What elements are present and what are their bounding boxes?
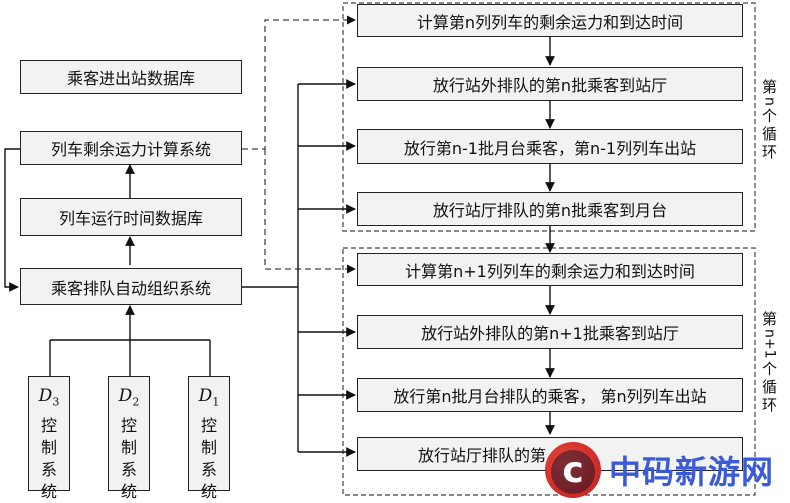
- capacity-system-label: 列车剩余运力计算系统: [50, 140, 211, 159]
- cycle-n-step-3: 放行第n-1批月台乘客，第n-1列列车出站: [357, 129, 743, 164]
- control-d1-char: 系: [200, 460, 217, 480]
- control-d3-char: 控: [40, 416, 57, 436]
- control-d2-symbol: D2: [118, 386, 140, 409]
- cycle-n-step-3-label: 放行第n-1批月台乘客，第n-1列列车出站: [403, 138, 697, 158]
- control-system-d1: D1 控 制 系 统: [188, 376, 230, 501]
- control-d3-char: 系: [40, 460, 57, 480]
- control-system-d2: D2 控 制 系 统: [108, 376, 150, 501]
- control-d1-char: 制: [200, 438, 217, 458]
- timetable-db-box: 列车运行时间数据库: [20, 198, 242, 236]
- cycle-n-step-2-label: 放行站外排队的第n批乘客到站厅: [432, 76, 668, 95]
- capacity-system-box: 列车剩余运力计算系统: [20, 131, 242, 165]
- control-d1-symbol: D1: [198, 386, 220, 409]
- cycle-n1-step-1-label: 计算第n+1列列车的剩余运力和到达时间: [405, 261, 695, 281]
- control-d1-char: 统: [200, 482, 217, 502]
- cycle-n1-step-4-label: 放行站厅排队的第: [418, 446, 547, 465]
- control-d3-char: 制: [40, 438, 57, 458]
- cycle-n-step-4-label: 放行站厅排队的第n批乘客到月台: [432, 201, 668, 220]
- cycle-n-step-4: 放行站厅排队的第n批乘客到月台: [357, 192, 743, 226]
- cycle-n1-step-3-label: 放行第n批月台排队的乘客， 第n列列车出站: [393, 387, 707, 406]
- cycle-n-label: 第 n 个 循 环: [761, 78, 778, 161]
- control-d2-char: 制: [120, 438, 137, 458]
- timetable-db-label: 列车运行时间数据库: [58, 209, 203, 228]
- control-d3-char: 统: [40, 482, 57, 502]
- passenger-db-label: 乘客进出站数据库: [66, 69, 195, 88]
- cycle-n-step-2: 放行站外排队的第n批乘客到站厅: [357, 67, 743, 101]
- auto-org-system-box: 乘客排队自动组织系统: [20, 268, 242, 305]
- cycle-n1-step-2-label: 放行站外排队的第n+1批乘客到站厅: [421, 324, 679, 343]
- passenger-db-box: 乘客进出站数据库: [20, 60, 242, 94]
- control-d2-char: 控: [120, 416, 137, 436]
- cycle-n1-label: 第 n+1 个 循 环: [761, 310, 778, 414]
- cycle-n1-step-1: 计算第n+1列列车的剩余运力和到达时间: [357, 253, 743, 286]
- control-d1-char: 控: [200, 416, 217, 436]
- watermark-logo-icon: c: [545, 442, 601, 498]
- control-d2-char: 统: [120, 482, 137, 502]
- cycle-n1-frame: [342, 247, 756, 496]
- cycle-n-step-1-label: 计算第n列列车的剩余运力和到达时间: [416, 12, 684, 32]
- control-d3-symbol: D3: [38, 386, 60, 409]
- watermark: c 中码新游网: [545, 440, 790, 500]
- control-system-d3: D3 控 制 系 统: [28, 376, 70, 501]
- watermark-text: 中码新游网: [609, 453, 775, 491]
- auto-org-system-label: 乘客排队自动组织系统: [50, 278, 211, 298]
- cycle-n1-step-3: 放行第n批月台排队的乘客， 第n列列车出站: [357, 378, 743, 412]
- cycle-n1-step-2: 放行站外排队的第n+1批乘客到站厅: [357, 315, 743, 349]
- control-d2-char: 系: [120, 460, 137, 480]
- cycle-n-step-1: 计算第n列列车的剩余运力和到达时间: [357, 4, 743, 37]
